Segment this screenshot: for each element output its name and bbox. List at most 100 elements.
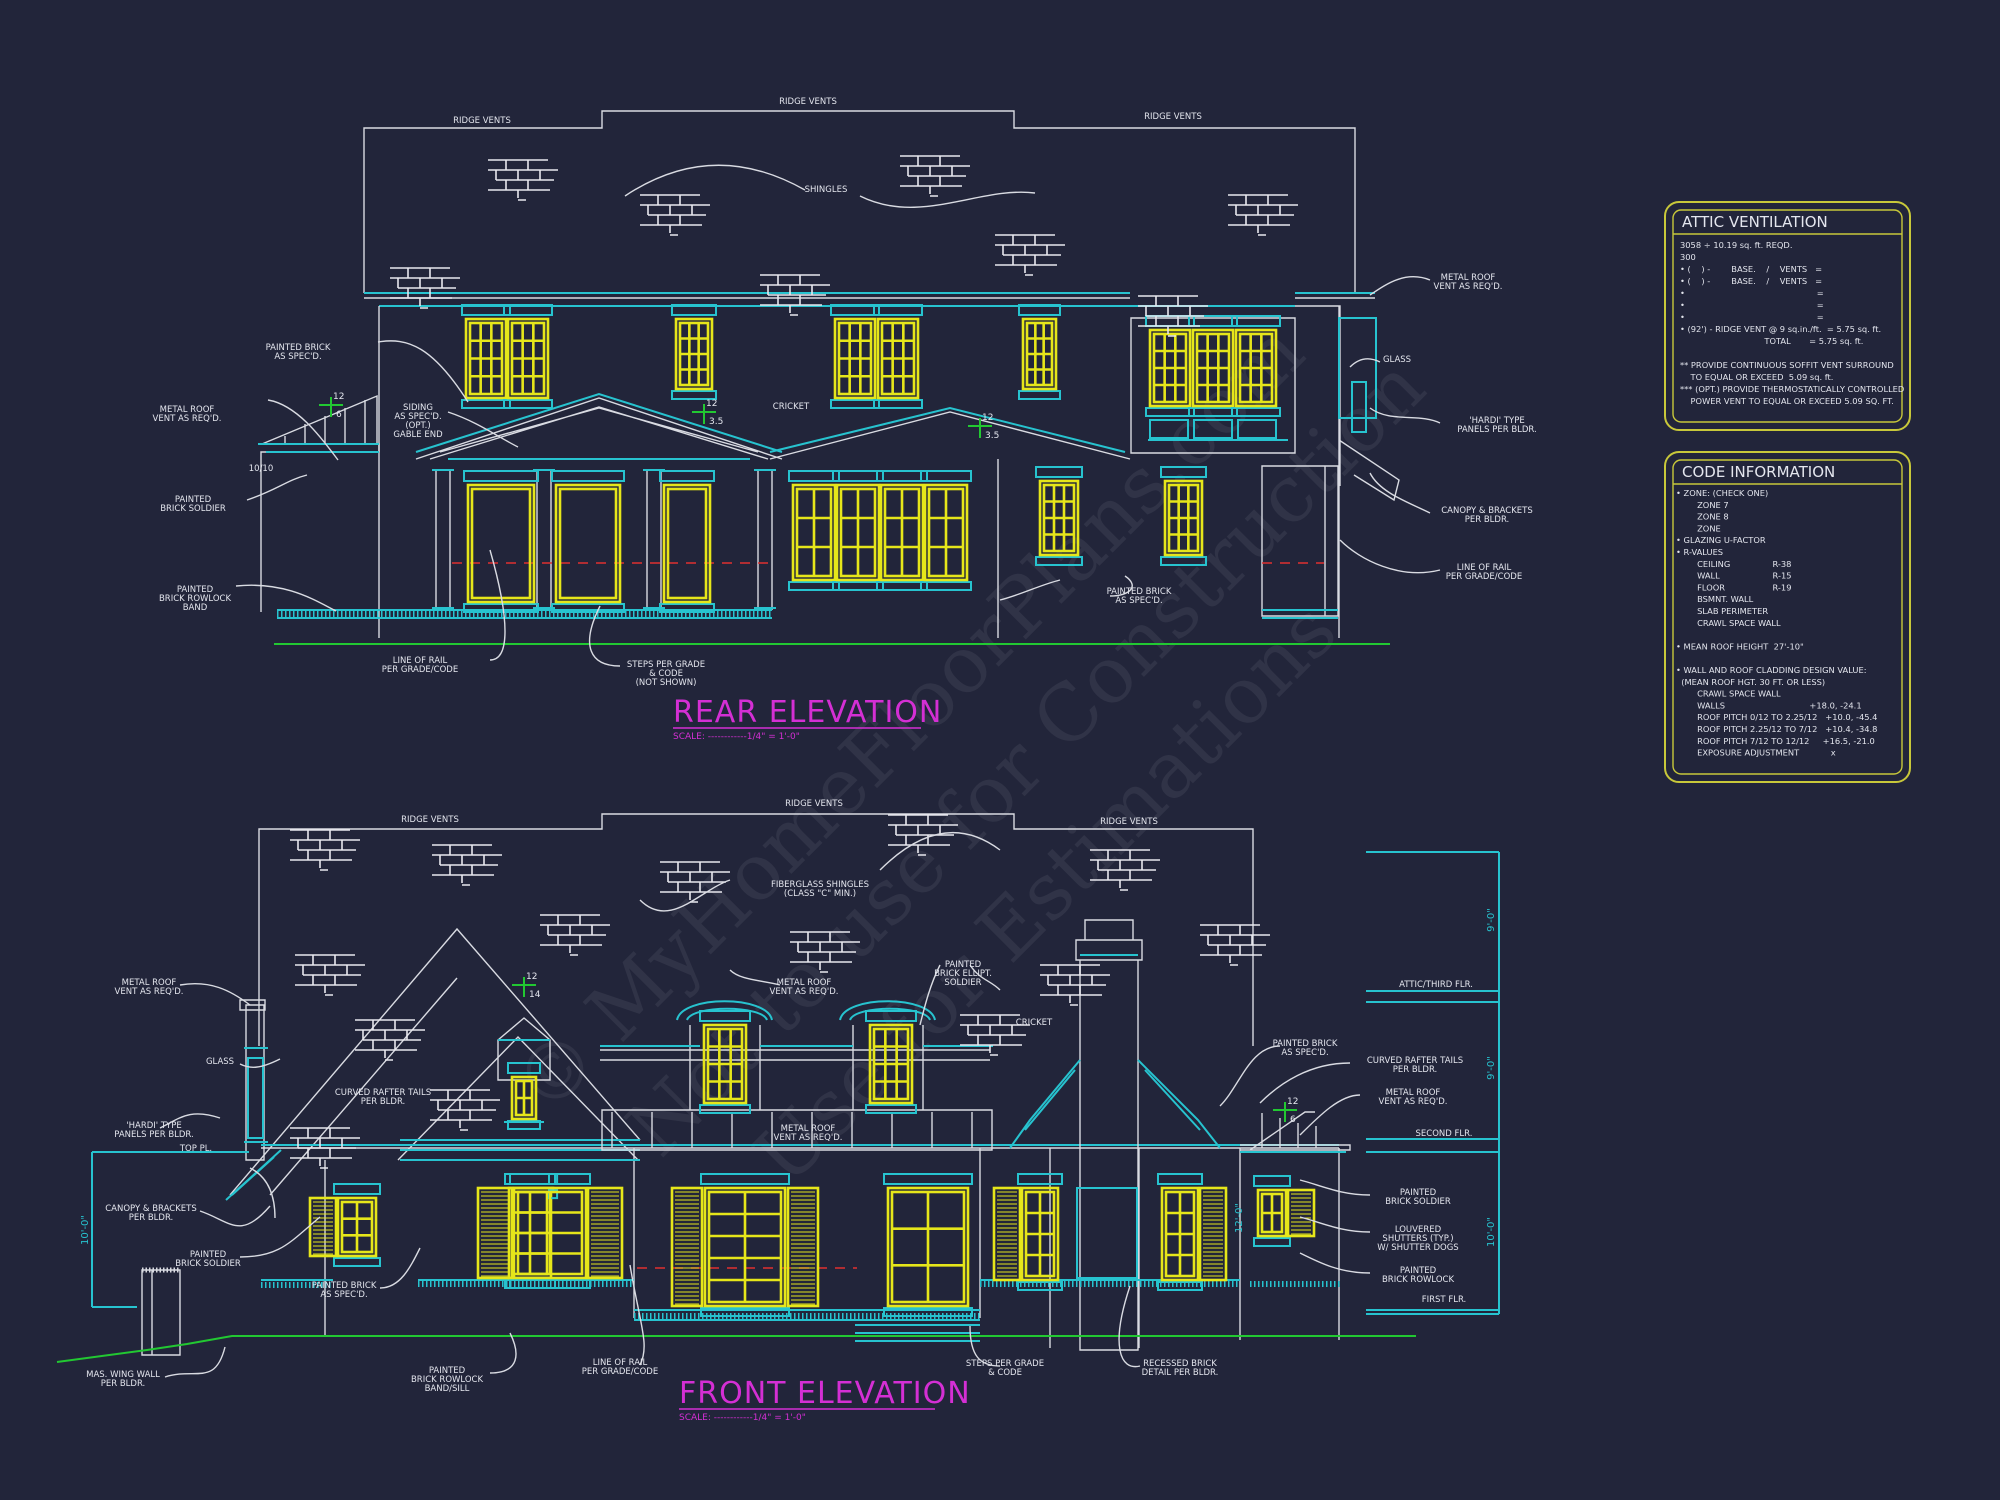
front-dormers: [600, 1000, 993, 1110]
window: [1157, 1173, 1203, 1291]
svg-text:6: 6: [1290, 1115, 1296, 1125]
gable-window: [507, 1062, 541, 1130]
panel-line: ZONE 8: [1676, 512, 1729, 522]
svg-text:12: 12: [1287, 1097, 1298, 1107]
window: [509, 1173, 591, 1289]
french-door: [700, 1173, 790, 1317]
panel-line: • R-VALUES: [1676, 547, 1723, 557]
rear-elevation: REAR ELEVATION SCALE: ------------1/4" =…: [235, 110, 1441, 742]
rear-scale: SCALE: ------------1/4" = 1'-0": [673, 732, 800, 742]
window: [876, 470, 928, 591]
window: [788, 470, 840, 591]
annotation-label: STEPS PER GRADE& CODE(NOT SHOWN): [627, 660, 705, 688]
window: [832, 470, 884, 591]
louvered-shutter: [992, 1186, 1022, 1282]
window: [1035, 466, 1083, 566]
leader-lines: [159, 831, 1371, 1378]
dimension-label: 10'-0": [1486, 1217, 1497, 1247]
panel-line: ZONE 7: [1676, 500, 1729, 510]
annotation-label: GLASS: [1383, 355, 1411, 365]
leader-lines: [235, 164, 1441, 667]
panel-line: ZONE: [1676, 523, 1721, 533]
louvered-shutter: [1198, 1186, 1228, 1282]
attic-ventilation-title: ATTIC VENTILATION: [1682, 213, 1828, 231]
window: [920, 470, 972, 591]
panel-line: WALLS +18.0, -24.1: [1676, 700, 1862, 710]
roof-pitch-symbol: 12 14: [512, 972, 541, 1000]
panel-line: • =: [1680, 300, 1824, 310]
svg-text:12: 12: [982, 413, 993, 423]
front-elevation: FRONT ELEVATION SCALE: ------------1/4" …: [56, 813, 1500, 1423]
svg-text:12: 12: [526, 972, 537, 982]
roof-pitch-symbol: 126: [319, 392, 344, 420]
annotation-label: RIDGE VENTS: [453, 116, 511, 126]
dormer-window: [699, 1010, 751, 1114]
annotation-label: SECOND FLR.: [1416, 1129, 1473, 1139]
window: [1160, 466, 1207, 566]
panel-line: • ( ) - BASE. / VENTS =: [1680, 264, 1822, 274]
front-elevation-title: FRONT ELEVATION: [679, 1376, 971, 1411]
window: [333, 1183, 381, 1267]
window: [1017, 1173, 1063, 1291]
louvered-shutter: [1286, 1188, 1316, 1238]
panel-line: 300: [1680, 252, 1696, 262]
rear-fascia: [364, 292, 1375, 307]
annotation-label: RIDGE VENTS: [1100, 817, 1158, 827]
dimension-label: 12'-0": [1234, 1203, 1245, 1233]
svg-text:12: 12: [706, 399, 717, 409]
svg-text:14: 14: [529, 990, 541, 1000]
panel-line: • =: [1680, 288, 1824, 298]
panel-line: ROOF PITCH 7/12 TO 12/12 +16.5, -21.0: [1676, 736, 1875, 746]
svg-text:6: 6: [336, 410, 342, 420]
louvered-shutter: [586, 1186, 624, 1280]
rear-porch-columns: [432, 469, 776, 610]
svg-text:3.5: 3.5: [985, 431, 999, 441]
louvered-shutter: [308, 1196, 338, 1258]
front-wall: [261, 1147, 1340, 1348]
porch-door: [659, 470, 715, 613]
front-dimension-lines: [91, 851, 1500, 1315]
front-windows: [308, 1010, 1316, 1317]
annotation-label: RIDGE VENTS: [785, 799, 843, 809]
panel-line: WALL R-15: [1676, 571, 1792, 581]
annotation-label: ATTIC/THIRD FLR.: [1399, 980, 1473, 990]
code-information-panel: CODE INFORMATION • ZONE: (CHECK ONE) ZON…: [1664, 451, 1911, 783]
window: [873, 304, 923, 409]
front-scale: SCALE: ------------1/4" = 1'-0": [679, 1413, 806, 1423]
window: [1018, 304, 1061, 400]
attic-ventilation-panel: ATTIC VENTILATION 3058 ÷ 10.19 sq. ft. R…: [1664, 201, 1911, 431]
rear-windows: [461, 304, 1281, 613]
panel-line: SLAB PERIMETER: [1676, 606, 1768, 616]
dimension-label: 9'-0": [1486, 908, 1497, 932]
rear-porch-gable: [415, 397, 783, 460]
panel-line: FLOOR R-19: [1676, 582, 1791, 592]
annotation-label: CRICKET: [1016, 1018, 1053, 1028]
panel-line: (MEAN ROOF HGT. 30 FT. OR LESS): [1676, 677, 1825, 687]
window: [1253, 1175, 1291, 1247]
panel-line: CEILING R-38: [1676, 559, 1791, 569]
rear-bay-window-box: [1130, 305, 1341, 486]
panel-line: • WALL AND ROOF CLADDING DESIGN VALUE:: [1676, 665, 1867, 675]
window: [1231, 315, 1281, 417]
